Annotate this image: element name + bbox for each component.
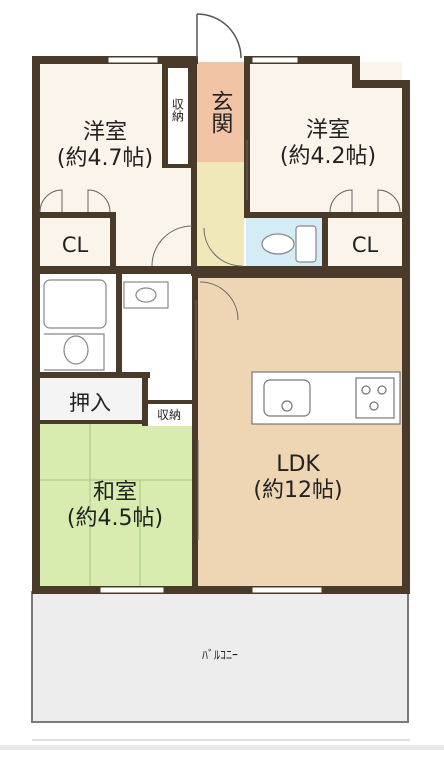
- entrance-label: 玄関: [207, 90, 233, 134]
- washroom-fixtures: [43, 279, 169, 371]
- storage-small-label: 収納: [170, 98, 185, 122]
- ldk-floor: [198, 276, 402, 590]
- windows: [99, 56, 323, 594]
- western-room-right-size: (約4.2帖): [279, 144, 377, 170]
- entrance-door: [196, 13, 242, 59]
- balcony-floor: [31, 591, 409, 723]
- closet-left-label: CL: [61, 233, 89, 257]
- storage-hall-label: 収納: [156, 408, 181, 422]
- closet-right-label: CL: [351, 233, 379, 257]
- bottom-divider: [0, 745, 444, 750]
- japanese-room-floor: [38, 420, 194, 590]
- kitchen-counter: [251, 371, 401, 425]
- ldk-label: LDK (約12帖): [228, 452, 368, 505]
- closet-doors: [39, 189, 401, 321]
- balcony-label: ﾊﾞﾙｺﾆｰ: [201, 648, 238, 662]
- japanese-room-size: (約4.5帖): [66, 506, 164, 532]
- western-room-left-name: 洋室: [82, 120, 127, 145]
- hall-floor: [197, 162, 244, 272]
- oshiire-label: 押入: [69, 391, 111, 415]
- western-room-left-size: (約4.7帖): [56, 146, 154, 172]
- japanese-room-name: 和室: [92, 480, 137, 505]
- storage-hall-interior: [148, 404, 192, 426]
- toilet-fixture: [261, 225, 317, 263]
- entrance-floor: [197, 62, 244, 162]
- western-room-left-label: 洋室 (約4.7帖): [40, 120, 170, 173]
- storage-small-interior: [168, 68, 188, 164]
- western-room-right-label: 洋室 (約4.2帖): [258, 118, 398, 171]
- ldk-name: LDK: [276, 452, 320, 477]
- oshiire-floor: [38, 378, 142, 420]
- tatami-lines: [38, 420, 194, 590]
- japanese-room-label: 和室 (約4.5帖): [40, 480, 190, 533]
- sliding-doors: [195, 140, 248, 540]
- western-room-right-name: 洋室: [305, 118, 350, 143]
- ldk-size: (約12帖): [253, 478, 343, 504]
